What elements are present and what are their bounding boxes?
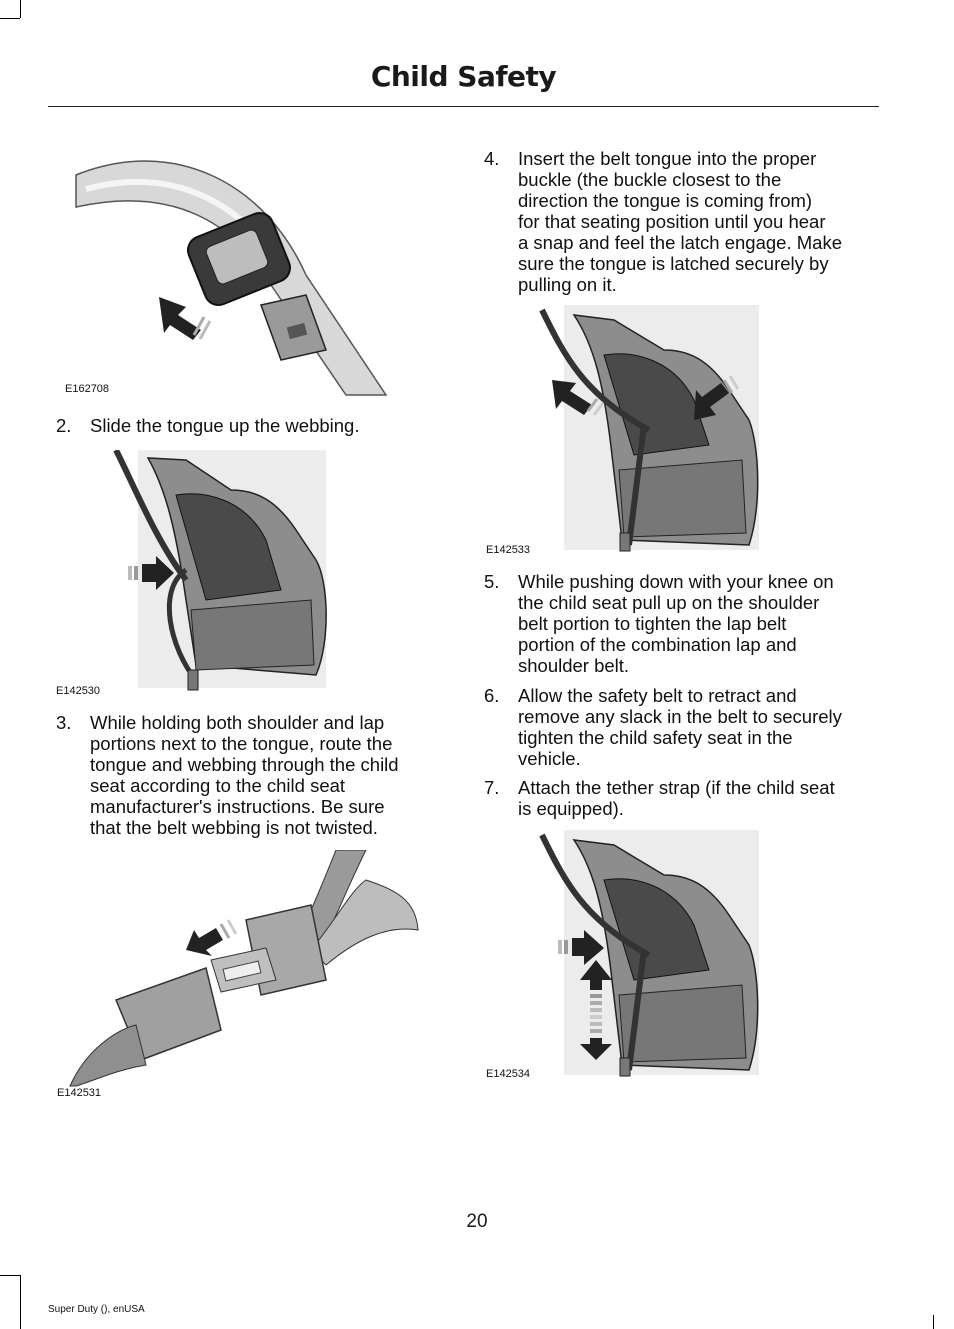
step-number: 2. <box>56 415 72 436</box>
buckle-illustration <box>69 850 419 1087</box>
step-text-line: for that seating position until you hear <box>518 211 826 232</box>
step-text-line: seat according to the child seat <box>90 775 346 796</box>
step-text-line: shoulder belt. <box>518 655 630 676</box>
figure-belt-tongue: E162708 <box>56 145 396 405</box>
step-text-line: Insert the belt tongue into the proper <box>518 148 817 169</box>
step-text-line: portion of the combination lap and <box>518 634 797 655</box>
step-text-line: the child seat pull up on the shoulder <box>518 592 820 613</box>
step-text-line: portions next to the tongue, route the <box>90 733 393 754</box>
figure-seat-slide: E142530 <box>56 450 346 700</box>
figure-code: E142530 <box>56 685 101 697</box>
arrow-down-left-icon <box>694 375 740 420</box>
figure-code: E142534 <box>486 1068 531 1080</box>
step-number: 7. <box>484 777 500 798</box>
arrow-right-icon <box>128 556 174 590</box>
title-rule <box>48 106 879 107</box>
step-text-line: buckle (the buckle closest to the <box>518 169 782 190</box>
step-text-line: sure the tongue is latched securely by <box>518 253 829 274</box>
child-seat-tighten-illustration <box>539 830 759 1077</box>
crop-mark <box>933 1315 934 1329</box>
figure-seat-tighten: E142534 <box>484 830 774 1085</box>
child-seat-latch-illustration <box>539 305 759 552</box>
step-text-line: pulling on it. <box>518 274 617 295</box>
figure-buckle: E142531 <box>56 850 426 1105</box>
crop-mark <box>0 18 20 19</box>
step-5: 5. While pushing down with your knee on … <box>484 571 884 681</box>
crop-mark <box>20 0 21 18</box>
arrow-up-down-icon <box>580 960 612 1060</box>
step-number: 5. <box>484 571 500 592</box>
step-text-line: that the belt webbing is not twisted. <box>90 817 378 838</box>
step-text: Slide the tongue up the webbing. <box>90 415 360 436</box>
step-4: 4. Insert the belt tongue into the prope… <box>484 148 884 298</box>
step-text-line: belt portion to tighten the lap belt <box>518 613 787 634</box>
crop-mark <box>20 1315 21 1329</box>
step-6: 6. Allow the safety belt to retract and … <box>484 685 884 775</box>
arrow-right-icon <box>558 930 604 965</box>
page-title: Child Safety <box>370 60 557 93</box>
belt-tongue-illustration <box>75 160 388 396</box>
arrow-down-left-icon <box>186 919 238 956</box>
page-number: 20 <box>466 1211 488 1232</box>
step-number: 3. <box>56 712 72 733</box>
figure-code: E142531 <box>57 1087 102 1099</box>
crop-mark <box>20 1275 21 1329</box>
step-number: 6. <box>484 685 500 706</box>
child-seat-illustration <box>113 450 327 691</box>
step-text-line: remove any slack in the belt to securely <box>518 706 842 727</box>
step-text-line: While holding both shoulder and lap <box>90 712 385 733</box>
figure-seat-latch: E142533 <box>484 305 774 560</box>
step-number: 4. <box>484 148 500 169</box>
figure-code: E162708 <box>65 383 110 395</box>
arrow-up-left-icon <box>552 380 605 416</box>
step-text-line: Allow the safety belt to retract and <box>518 685 797 706</box>
arrow-up-left-icon <box>159 297 212 340</box>
step-text-line: manufacturer's instructions. Be sure <box>90 796 385 817</box>
step-text-line: While pushing down with your knee on <box>518 571 834 592</box>
step-text-line: vehicle. <box>518 748 581 769</box>
step-text-line: a snap and feel the latch engage. Make <box>518 232 842 253</box>
step-text-line: is equipped). <box>518 798 624 819</box>
crop-mark <box>0 1275 20 1276</box>
footer-text: Super Duty (), enUSA <box>48 1304 145 1315</box>
step-text-line: Attach the tether strap (if the child se… <box>518 777 835 798</box>
figure-code: E142533 <box>486 544 531 556</box>
step-3: 3. While holding both shoulder and lap p… <box>56 712 446 842</box>
step-text-line: direction the tongue is coming from) <box>518 190 813 211</box>
step-7: 7. Attach the tether strap (if the child… <box>484 777 884 822</box>
step-text-line: tighten the child safety seat in the <box>518 727 793 748</box>
step-text-line: tongue and webbing through the child <box>90 754 399 775</box>
